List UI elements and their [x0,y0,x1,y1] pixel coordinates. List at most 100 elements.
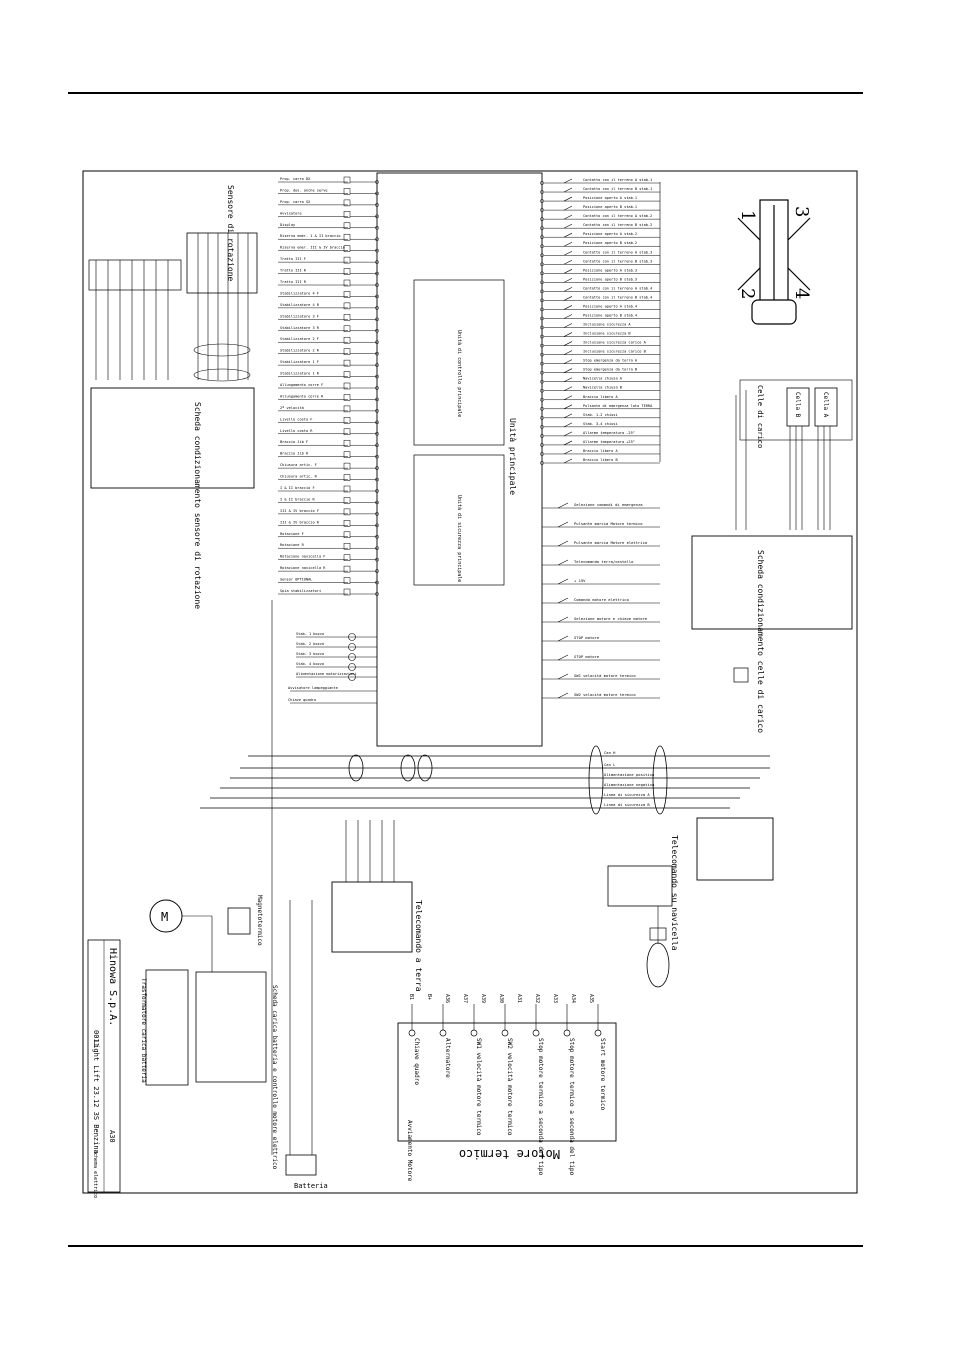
left-row-label: 2ª velocità [280,406,304,410]
left-row-label: Stabilizzatore 4 F [280,291,319,295]
engine-wire-label: A31 [516,994,522,1003]
load-cells-label: Celle di carico [756,385,764,448]
pin-symbol [540,370,544,375]
right-row-label: Contatto con il terreno B stab.2 [583,223,652,227]
load-cell-wires [735,390,831,530]
switch-symbol [563,386,573,392]
right-row-label: Inclusione sicurezza carico A [583,341,647,345]
coil-symbol [343,279,351,287]
contactor-box [227,907,251,935]
engine-box [397,1022,617,1142]
left-row-label: Rotazione R [280,543,305,547]
drawing-frame [82,170,858,1194]
switch-symbol [563,287,573,292]
charger-board [195,971,267,1083]
left-row-label: III & IV braccio F [280,509,319,513]
coil-symbol [343,188,351,195]
pin-symbol [540,379,544,384]
lamp-row-label: Stab. 1 bozzo [296,632,324,636]
left-row-label: Rotazione F [280,532,304,536]
load-board [691,535,853,630]
switch-symbol [563,178,573,184]
coil-symbol [343,565,351,573]
engine-wire-label: B+ [426,994,432,1000]
coil-symbol [343,542,351,550]
relay-row-label: Selezione motore e chiave motore [574,616,648,621]
switch-symbol [563,214,573,220]
transformer-box [145,969,189,1086]
coil-symbol [343,268,351,275]
rotation-board [90,387,255,489]
lamp-row-label: Alimentazione motorizzazioni [296,672,357,676]
main-unit-box [376,172,543,747]
bottom-rule [68,1245,863,1247]
basket-remote-group: Telecomando su navicella [607,817,774,988]
right-row-label: Inclusione sicurezza B [583,332,631,336]
switch-symbol [563,196,573,202]
relay-switch-symbol [557,502,569,509]
coil-symbol [343,405,351,413]
engine-wire-label: A35 [588,994,594,1003]
pin-symbol [375,260,379,264]
relay-switch-symbol [557,559,569,566]
basket-remote-box [696,817,774,881]
coil-symbol [343,302,351,310]
bus-line-label: Alimentazione positiva [604,772,654,777]
pin-symbol [375,592,379,596]
left-row-label: Stabilizzatore 2 F [280,337,319,341]
left-row-label: Prop. dos. anche serve [280,188,328,192]
basket-handle [646,942,670,988]
bypass-switch [733,667,749,683]
left-row-label: I & II braccio R [280,497,315,501]
left-row-label: Braccio Jib F [280,440,308,444]
rotation-board-label: Scheda condizionamento sensore di rotazi… [193,402,202,609]
left-row-label: Tratto III F [280,257,306,261]
left-row-label: Riserva emer. 1 & II braccio [280,234,341,238]
switch-symbol [563,395,573,401]
cell-b-box [786,387,810,427]
right-input-rows: Contatto con il terreno A stab.1Contatto… [540,178,661,465]
left-row-label: Tratto III R [280,280,307,284]
right-row-label: Allarme temperatura +25° [583,440,635,444]
right-row-label: Stop emergenza da terra B [583,368,637,372]
engine-terminal-symbol [501,1029,509,1037]
engine-terminal-label: Chiave quadro [413,1038,420,1085]
left-row-label: Prop. carro DX [280,177,311,181]
company-name: Hinowa S.p.A. [107,948,118,1026]
switch-symbol [563,377,573,382]
switch-symbol [563,205,573,211]
drawing-title: Light Lift 23.12 3S Benzina [92,1040,100,1154]
pin-symbol [540,289,544,294]
unit-inner-a-label: Unità di controllo principale [456,330,463,417]
main-unit-label: Unità principale [508,418,517,495]
pin-symbol [540,425,544,429]
coil-symbol [343,417,351,424]
coil-symbol [343,233,351,241]
pin-symbol [375,580,379,585]
coil-symbol [343,245,351,252]
pin-symbol [540,443,544,447]
relay-row-label: Comando motore elettrico [574,597,630,602]
pin-symbol [540,307,544,312]
right-row-label: Stab. 3-4 chiusi [583,422,618,426]
right-row-label: Posizione aperto A stab.4 [583,304,637,308]
pin-symbol [375,454,379,459]
left-row-label: Stabilizzatore 2 R [280,349,320,353]
pin-symbol [540,280,544,285]
load-cells-group: Celle di carico Cella B Cella A Scheda c… [691,379,853,733]
right-row-label: Navicella chiusa B [583,386,622,390]
coil-symbol [343,256,351,264]
left-row-label: Stabilizzatore 3 R [280,326,320,330]
switch-symbol [563,404,573,410]
basket-connector [607,865,673,907]
pin-symbol [375,363,379,367]
left-row-label: Allungamento corre R [280,394,324,398]
rotation-shield [193,343,251,357]
load-board-label: Scheda condizionamento celle di carico [756,550,765,733]
pin-symbol [540,235,544,240]
relay-row-label: SW1 velocità motore termico [574,673,636,678]
pin-symbol [375,317,379,322]
coil-symbol [343,222,351,230]
coil-symbol [343,359,351,367]
engine-wire-label: A34 [570,994,576,1003]
